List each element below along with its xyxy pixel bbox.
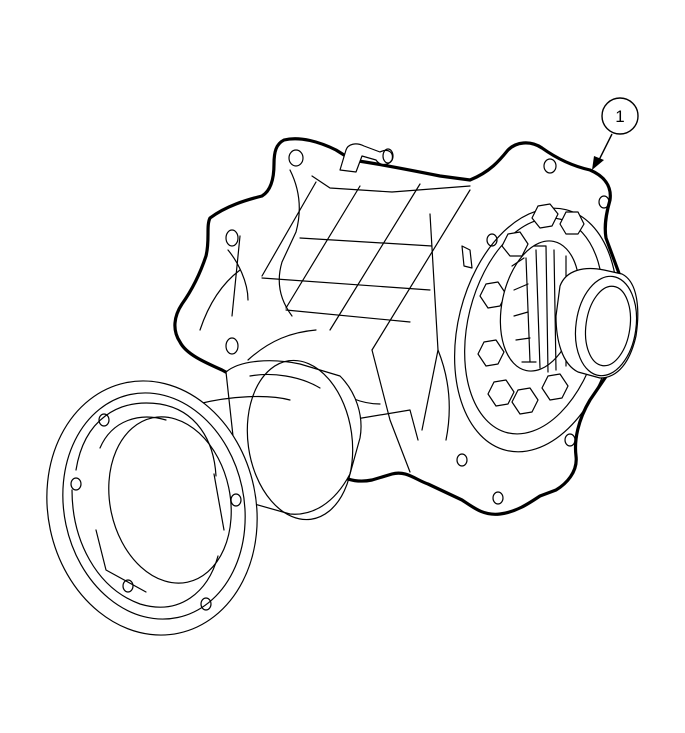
flange-bolts xyxy=(477,203,585,415)
housing-ribs xyxy=(199,143,610,505)
callout-arrowhead xyxy=(592,156,604,170)
callout-label: 1 xyxy=(615,107,624,126)
front-output-flange xyxy=(453,203,639,453)
callout-circle xyxy=(601,97,639,135)
output-shaft xyxy=(555,267,639,379)
callout-1: 1 xyxy=(592,97,639,170)
rear-extension-housing xyxy=(197,359,362,521)
callout-leader xyxy=(597,133,613,163)
rear-output-ring xyxy=(46,380,258,636)
housing-outline xyxy=(173,137,629,516)
